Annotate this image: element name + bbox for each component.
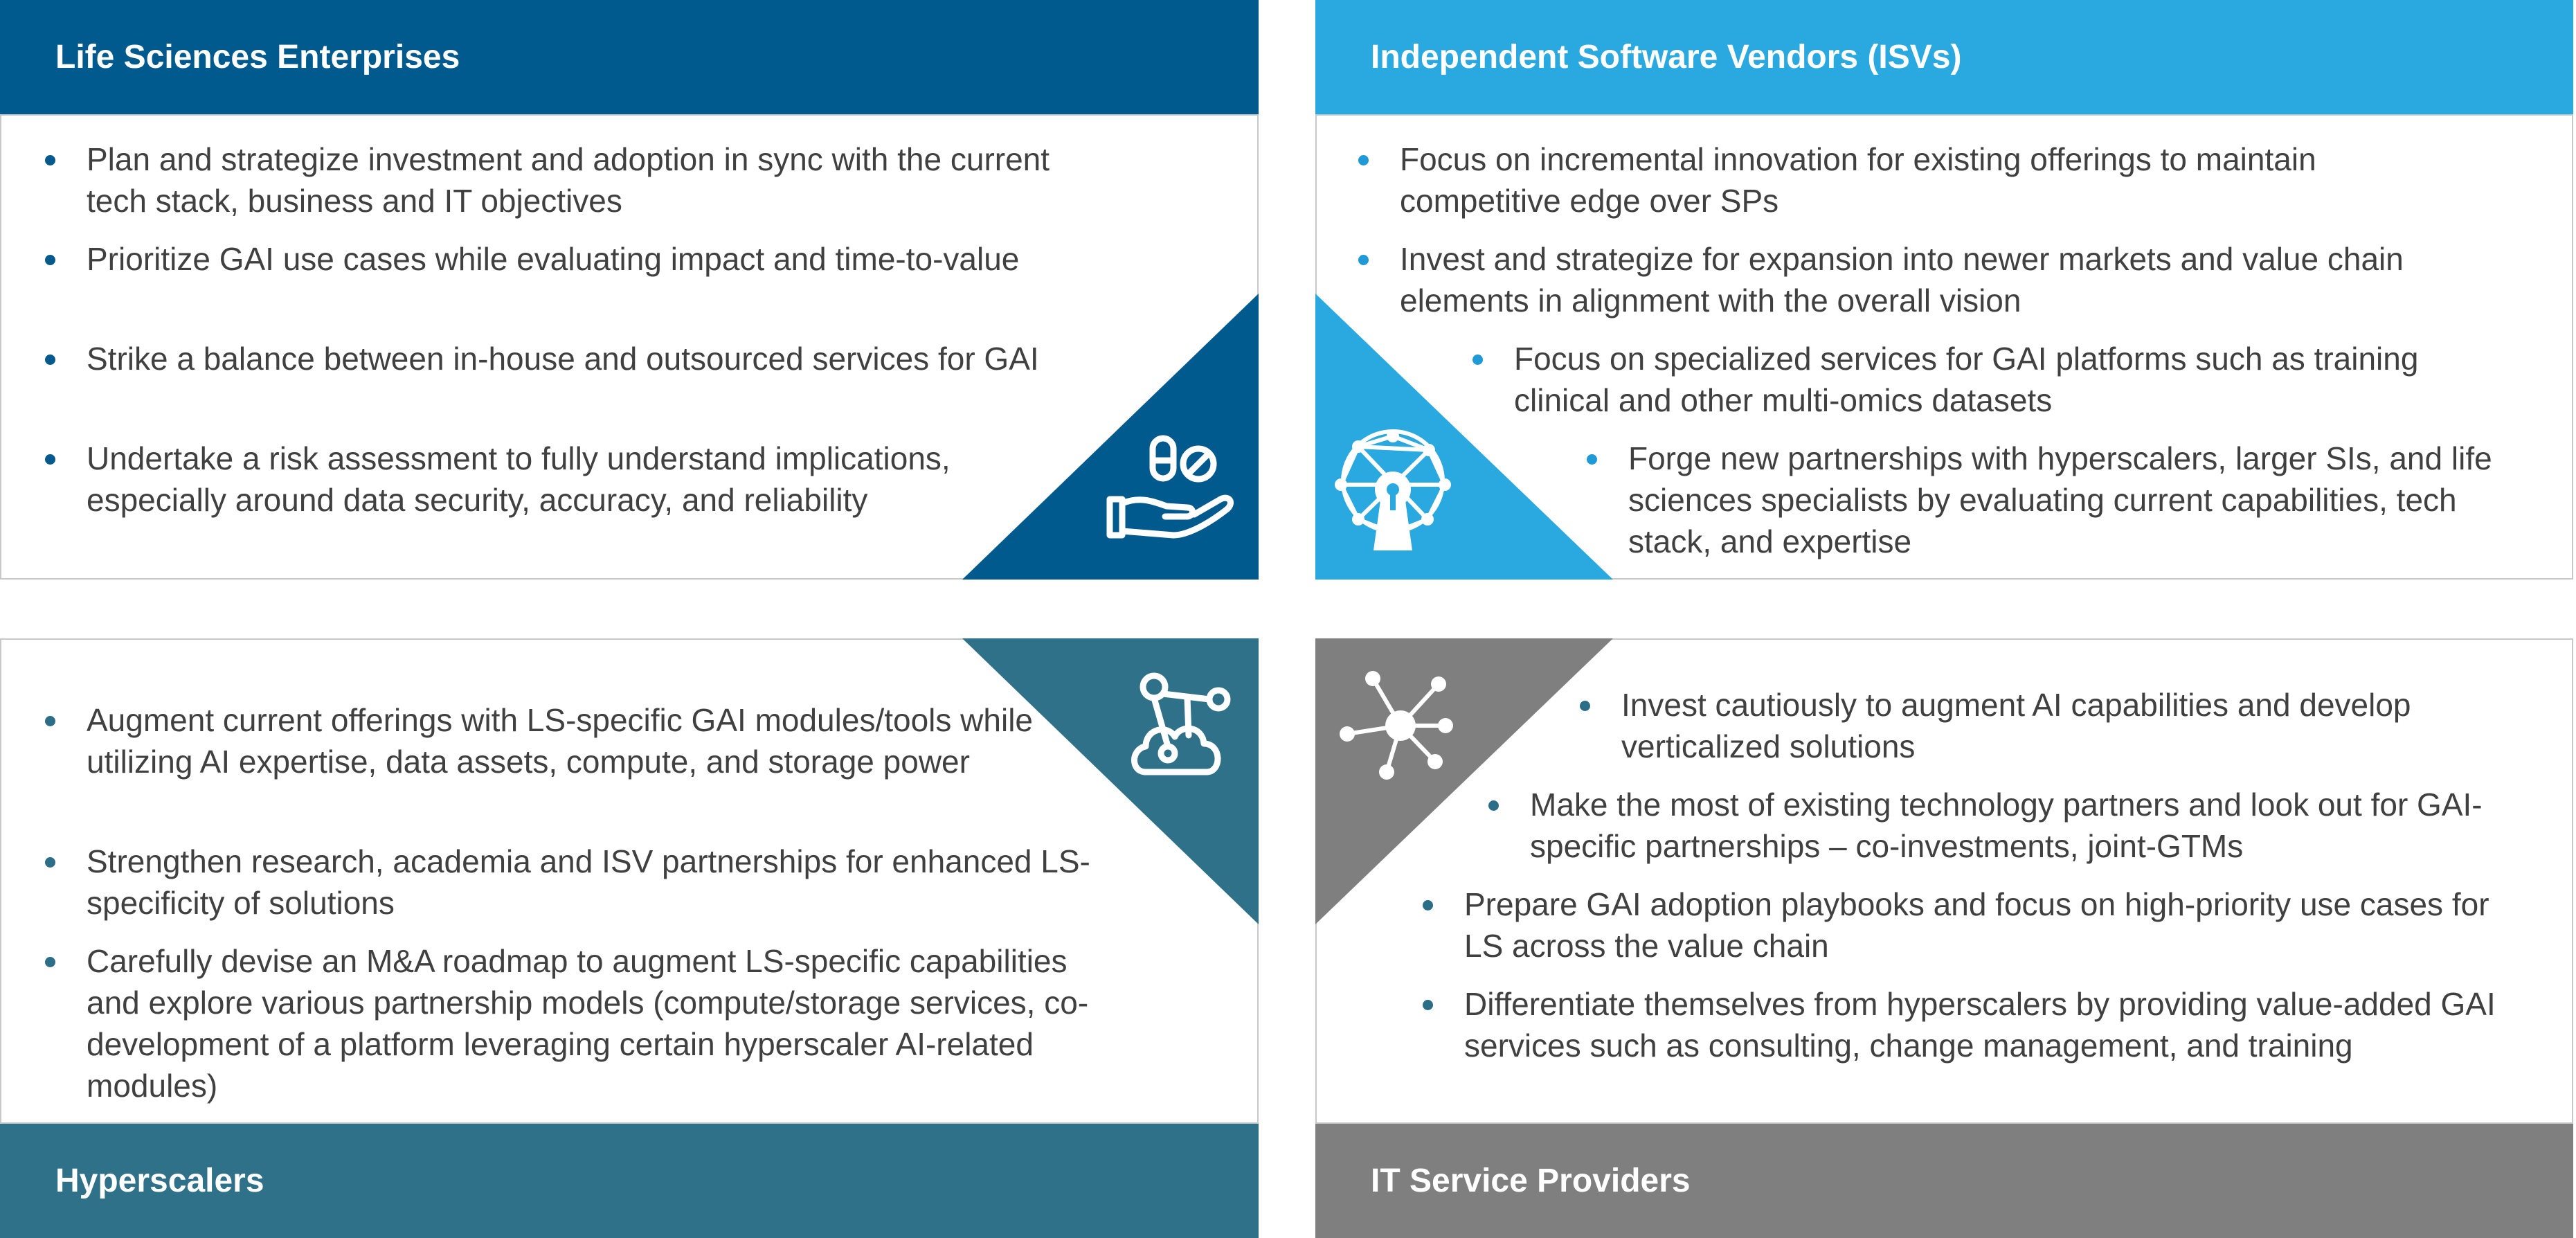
lse-header: Life Sciences Enterprises: [0, 0, 1259, 114]
hyperscalers-bullet-text: Carefully devise an M&A roadmap to augme…: [87, 943, 1089, 1104]
isv-bullet-text: Focus on specialized services for GAI pl…: [1514, 341, 2419, 418]
lse-bullet-text: Strike a balance between in-house and ou…: [87, 341, 1039, 377]
hyperscalers-bullet-3: Carefully devise an M&A roadmap to augme…: [45, 940, 1090, 1106]
hyperscalers-bullet-text: Strengthen research, academia and ISV pa…: [87, 843, 1090, 921]
lse-bullet-1: Plan and strategize investment and adopt…: [45, 138, 1090, 222]
bullet-dot: [45, 255, 55, 265]
isv-header: Independent Software Vendors (ISVs): [1315, 0, 2573, 114]
isv-title: Independent Software Vendors (ISVs): [1371, 38, 1962, 75]
lse-bullet-text: Plan and strategize investment and adopt…: [87, 141, 1050, 219]
itsp-footer: IT Service Providers: [1315, 1124, 2573, 1238]
bullet-dot: [1423, 900, 1433, 910]
isv-bullet-3: Focus on specialized services for GAI pl…: [1472, 338, 2518, 421]
isv-bullet-text: Focus on incremental innovation for exis…: [1400, 141, 2316, 219]
itsp-bullet-text: Differentiate themselves from hyperscale…: [1464, 986, 2496, 1064]
isv-bullet-text: Forge new partnerships with hyperscalers…: [1628, 440, 2492, 559]
itsp-bullet-1: Invest cautiously to augment AI capabili…: [1580, 684, 2556, 767]
cloud-network-icon: [1131, 672, 1231, 775]
lse-bullet-3: Strike a balance between in-house and ou…: [45, 338, 1090, 379]
hyperscalers-corner-triangle: [962, 638, 1259, 924]
bullet-dot: [45, 716, 55, 726]
isv-bullet-1: Focus on incremental innovation for exis…: [1358, 138, 2480, 222]
bullet-dot: [45, 454, 55, 465]
lse-bullet-text: Prioritize GAI use cases while evaluatin…: [87, 241, 1020, 277]
bullet-dot: [1587, 454, 1597, 465]
lse-bullet-text: Undertake a risk assessment to fully und…: [87, 440, 951, 518]
bullet-dot: [1488, 800, 1499, 811]
itsp-title: IT Service Providers: [1371, 1163, 1691, 1199]
bullet-dot: [1580, 701, 1590, 711]
itsp-bullet-text: Invest cautiously to augment AI capabili…: [1621, 687, 2411, 764]
hyperscalers-title: Hyperscalers: [55, 1163, 264, 1199]
lse-bullet-2: Prioritize GAI use cases while evaluatin…: [45, 238, 1090, 280]
isv-bullet-text: Invest and strategize for expansion into…: [1400, 241, 2404, 319]
bullet-dot: [1423, 1000, 1433, 1010]
itsp-bullet-text: Make the most of existing technology par…: [1530, 787, 2483, 864]
itsp-bullet-3: Prepare GAI adoption playbooks and focus…: [1423, 883, 2503, 967]
lse-bullet-4: Undertake a risk assessment to fully und…: [45, 438, 1056, 521]
hand-pills-icon: [1106, 435, 1234, 539]
lse-title: Life Sciences Enterprises: [55, 38, 460, 75]
hyperscalers-footer: Hyperscalers: [0, 1124, 1259, 1238]
isv-bullet-2: Invest and strategize for expansion into…: [1358, 238, 2535, 321]
hub-network-icon: [1340, 671, 1453, 780]
bullet-dot: [45, 857, 55, 868]
network-keyhole-icon: [1335, 429, 1451, 550]
isv-bullet-4: Forge new partnerships with hyperscalers…: [1587, 438, 2528, 562]
itsp-bullet-4: Differentiate themselves from hyperscale…: [1423, 983, 2544, 1066]
bullet-dot: [45, 957, 55, 967]
bullet-dot: [45, 355, 55, 365]
bullet-dot: [1358, 155, 1369, 165]
hyperscalers-bullet-text: Augment current offerings with LS-specif…: [87, 702, 1033, 780]
hyperscalers-bullet-2: Strengthen research, academia and ISV pa…: [45, 841, 1090, 924]
itsp-bullet-text: Prepare GAI adoption playbooks and focus…: [1464, 886, 2489, 964]
itsp-bullet-2: Make the most of existing technology par…: [1488, 784, 2534, 867]
bullet-dot: [45, 155, 55, 165]
bullet-dot: [1472, 355, 1483, 365]
hyperscalers-bullet-1: Augment current offerings with LS-specif…: [45, 699, 1090, 782]
bullet-dot: [1358, 255, 1369, 265]
